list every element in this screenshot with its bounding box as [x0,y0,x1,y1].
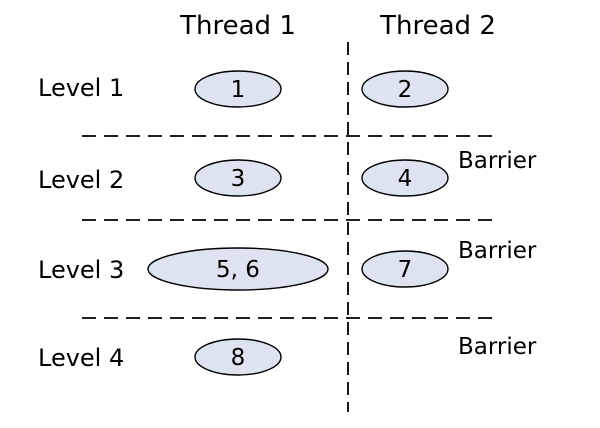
task-ellipse [361,250,449,288]
task-ellipse [194,70,282,108]
task-label: 4 [398,166,413,192]
task-node: 4 [361,159,449,197]
task-ellipse [147,247,329,291]
level-1-label: Level 1 [38,74,124,102]
task-node: 8 [194,338,282,376]
thread-1-header: Thread 1 [179,11,296,41]
task-node: 3 [194,159,282,197]
task-ellipse [194,159,282,197]
thread-2-header: Thread 2 [379,11,496,41]
task-ellipse [361,159,449,197]
task-ellipse [194,338,282,376]
barrier-label-2: Barrier [458,238,537,264]
level-2-label: Level 2 [38,166,124,194]
level-3-label: Level 3 [38,256,124,284]
task-node: 5, 6 [147,247,329,291]
task-label: 7 [398,257,413,283]
task-ellipse [361,70,449,108]
barrier-label-3: Barrier [458,334,537,360]
task-label: 3 [231,166,246,192]
barrier-label-1: Barrier [458,148,537,174]
task-node: 2 [361,70,449,108]
task-label: 1 [231,77,246,103]
task-node: 7 [361,250,449,288]
task-label: 2 [398,77,413,103]
task-label: 5, 6 [216,257,260,283]
task-node: 1 [194,70,282,108]
level-4-label: Level 4 [38,344,124,372]
task-label: 8 [231,345,246,371]
